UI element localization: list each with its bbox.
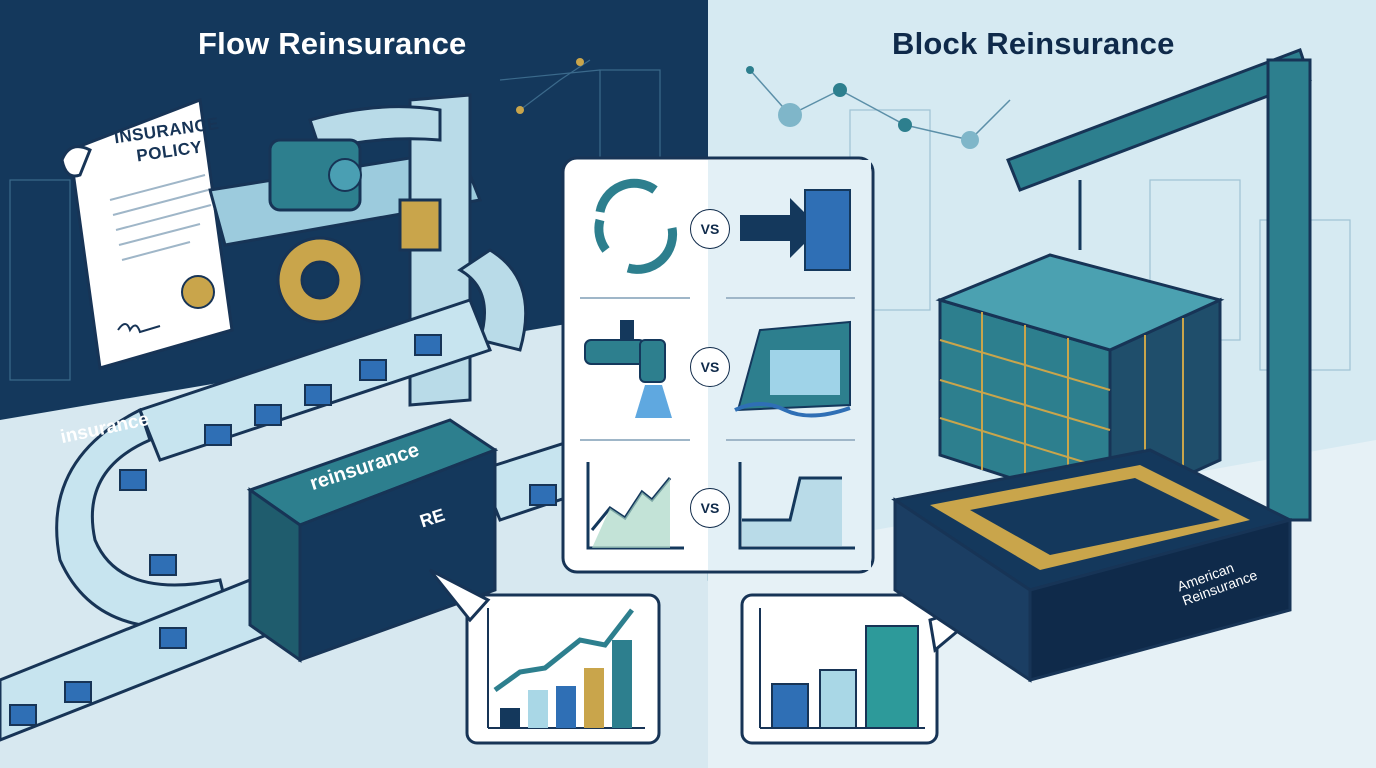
growth-chart-bubble bbox=[428, 568, 661, 745]
arrow-into-block-icon bbox=[740, 189, 851, 271]
insurance-policy-document bbox=[60, 97, 234, 370]
block-reinsurance-title: Block Reinsurance bbox=[892, 26, 1175, 61]
reinsurance-cube bbox=[935, 253, 1225, 513]
block-chart-bubble bbox=[740, 593, 996, 745]
dam-icon bbox=[734, 320, 851, 418]
cycle-arrows-icon bbox=[594, 178, 678, 274]
gear-icon bbox=[276, 236, 364, 324]
flow-reinsurance-title: Flow Reinsurance bbox=[198, 26, 467, 61]
platform bbox=[891, 448, 1295, 683]
vs-badge-2: VS bbox=[690, 347, 730, 387]
faucet-icon bbox=[584, 320, 672, 418]
valve bbox=[268, 138, 442, 252]
crane bbox=[1006, 48, 1312, 522]
flow-blocks bbox=[9, 334, 557, 726]
vs-badge-1: VS bbox=[690, 209, 730, 249]
vs-badge-3: VS bbox=[690, 488, 730, 528]
reinsurance-box bbox=[246, 418, 499, 663]
growth-line-icon bbox=[586, 462, 684, 550]
step-line-icon bbox=[738, 462, 855, 550]
network-nodes bbox=[746, 66, 1011, 149]
